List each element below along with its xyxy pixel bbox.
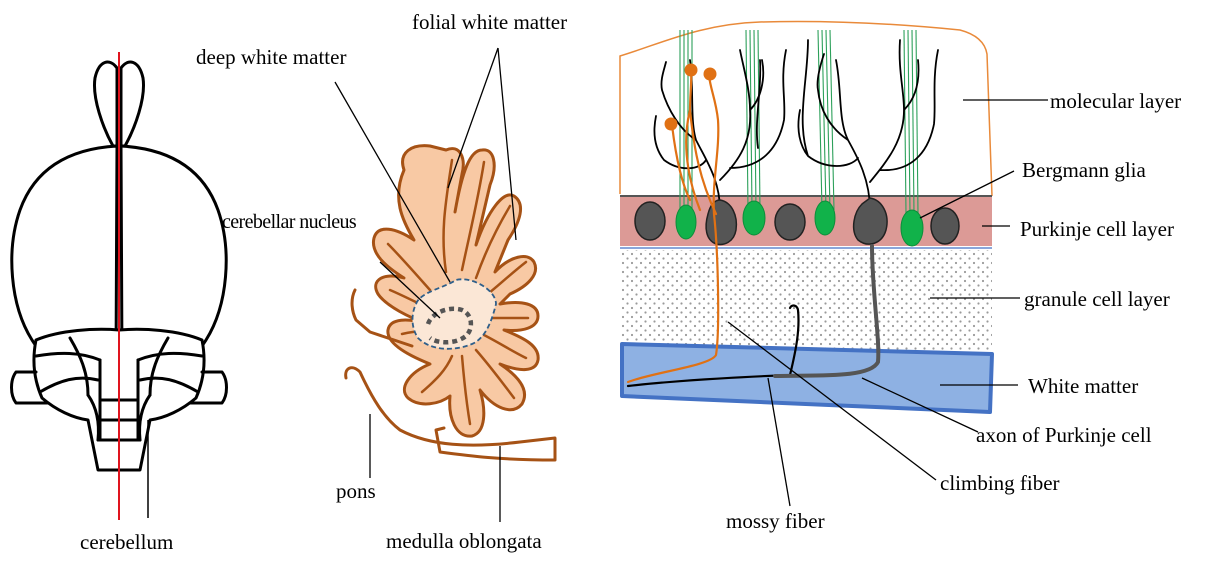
olfactory-bulb-right — [121, 62, 144, 146]
purkinje-dendrites — [654, 40, 938, 210]
sagittal-section: folial white matter deep white matter ce… — [196, 10, 567, 553]
label-white-matter: White matter — [1028, 374, 1138, 398]
label-medulla-oblongata: medulla oblongata — [386, 529, 542, 553]
label-mossy-fiber: mossy fiber — [726, 509, 825, 533]
label-molecular-layer: molecular layer — [1050, 89, 1181, 113]
label-cerebellum: cerebellum — [80, 530, 173, 554]
label-climbing-fiber: climbing fiber — [940, 471, 1060, 495]
label-folial-white-matter: folial white matter — [412, 10, 567, 34]
label-cerebellar-nucleus: cerebellar nucleus — [222, 211, 357, 233]
cortex-layers: molecular layer Bergmann glia Purkinje c… — [620, 21, 1181, 533]
label-deep-white-matter: deep white matter — [196, 45, 346, 69]
label-pons: pons — [336, 479, 376, 503]
label-bergmann-glia: Bergmann glia — [1022, 158, 1147, 182]
granule-cell-layer-band — [620, 250, 992, 350]
olfactory-bulb-left — [94, 62, 117, 146]
label-granule-cell-layer: granule cell layer — [1024, 287, 1170, 311]
label-axon-of-purkinje-cell: axon of Purkinje cell — [976, 423, 1152, 447]
white-matter-band — [622, 344, 992, 412]
label-purkinje-cell-layer: Purkinje cell layer — [1020, 217, 1174, 241]
molecular-layer-outline — [620, 21, 992, 196]
